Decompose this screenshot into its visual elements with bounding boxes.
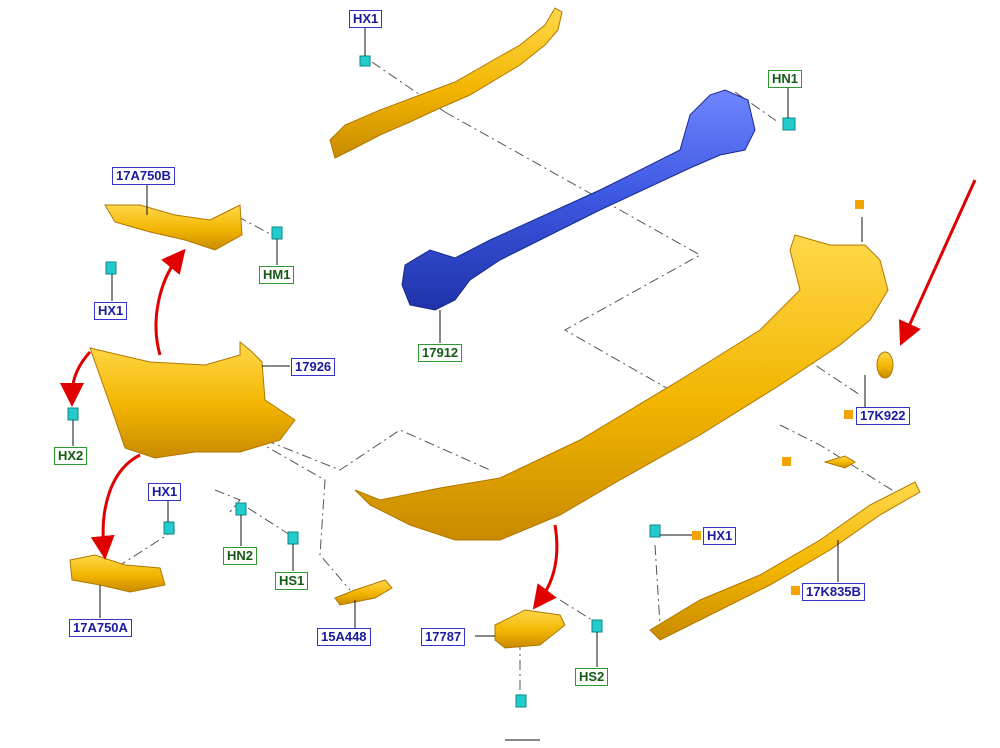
label-17a750b[interactable]: 17A750B: [112, 167, 175, 185]
fastener-hs2: [591, 619, 603, 633]
label-hn1[interactable]: HN1: [768, 70, 803, 88]
fastener-hn1: [782, 117, 796, 131]
fastener-hn2: [235, 502, 247, 516]
arrow-to-hx2: [60, 350, 92, 407]
label-hs1[interactable]: HS1: [275, 572, 309, 590]
label-17926[interactable]: 17926: [291, 358, 336, 376]
label-hx1-top[interactable]: HX1: [349, 10, 383, 28]
arrow-to-17a750b: [154, 248, 186, 356]
bracket-17a750a: [69, 554, 166, 593]
label-15a448[interactable]: 15A448: [317, 628, 371, 646]
fastener-hx2: [67, 407, 79, 421]
fastener-hx1-top: [359, 55, 371, 67]
left-corner-cover: [89, 340, 296, 459]
fastener-hx1-right: [649, 524, 661, 538]
upper-bracket: [329, 7, 563, 159]
fastener-hx1-bottom-left: [163, 521, 175, 535]
fastener-hx1-left: [105, 261, 117, 275]
label-17912[interactable]: 17912: [418, 344, 463, 362]
arrow-to-17a750a: [90, 453, 141, 560]
part-15a448: [334, 579, 393, 606]
bracket-17a750b: [104, 204, 243, 251]
label-hx2[interactable]: HX2: [54, 447, 88, 465]
bumper-reinforcement: [401, 89, 756, 311]
marker-17k835b: [791, 586, 800, 595]
leader-lines: [99, 61, 901, 700]
part-17k835b: [649, 481, 921, 641]
label-hx1-bottom-left[interactable]: HX1: [148, 483, 182, 501]
bumper-cover: [354, 234, 889, 541]
part-17k922: [876, 351, 894, 379]
label-17k835b[interactable]: 17K835B: [802, 583, 865, 601]
callout-stems: [72, 26, 866, 741]
marker-hx1-right: [692, 531, 701, 540]
label-hx1-right[interactable]: HX1: [703, 527, 737, 545]
label-17k922[interactable]: 17K922: [856, 407, 910, 425]
part-17787: [494, 609, 566, 649]
marker-17k922: [844, 410, 853, 419]
fastener-hs1: [287, 531, 299, 545]
red-arrows: [60, 179, 977, 610]
small-clip: [823, 455, 856, 469]
label-17a750a[interactable]: 17A750A: [69, 619, 132, 637]
marker-clip: [782, 457, 791, 466]
arrow-to-17787: [532, 524, 559, 610]
label-hm1[interactable]: HM1: [259, 266, 295, 284]
label-hx1-left[interactable]: HX1: [94, 302, 128, 320]
fastener-bottom: [515, 694, 527, 708]
marker-top-right: [855, 200, 864, 209]
label-hn2[interactable]: HN2: [223, 547, 258, 565]
label-hs2[interactable]: HS2: [575, 668, 609, 686]
arrow-to-17k922: [899, 179, 977, 346]
fastener-hm1: [271, 226, 283, 240]
label-17787[interactable]: 17787: [421, 628, 466, 646]
